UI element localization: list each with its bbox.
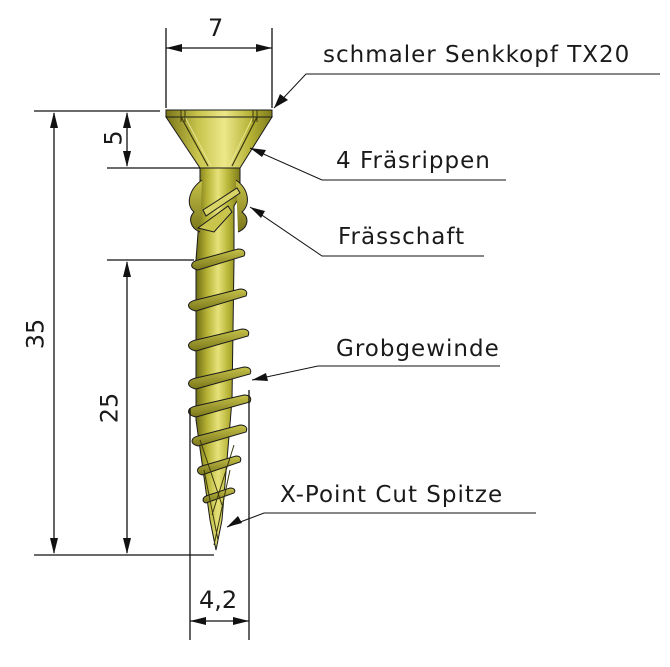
callout-tip: X-Point Cut Spitze	[280, 482, 504, 508]
callout-mill-shank: Frässchaft	[338, 224, 466, 250]
dimension-thread-length: 25	[95, 392, 124, 424]
callout-head: schmaler Senkkopf TX20	[323, 42, 631, 68]
dimension-thread-diameter: 4,2	[199, 586, 238, 614]
dimension-head-width: 7	[208, 14, 224, 42]
screw-head-top	[165, 109, 273, 118]
callout-thread: Grobgewinde	[336, 336, 500, 362]
callout-ribs: 4 Fräsrippen	[336, 148, 491, 174]
dimension-arrowheads	[50, 44, 272, 625]
leader-lines	[226, 73, 660, 528]
dimension-head-height: 5	[99, 130, 128, 146]
leader-arrowheads	[227, 94, 288, 527]
screw	[165, 109, 273, 551]
screw-head-cone	[165, 116, 273, 169]
dimension-total-length: 35	[21, 318, 50, 350]
